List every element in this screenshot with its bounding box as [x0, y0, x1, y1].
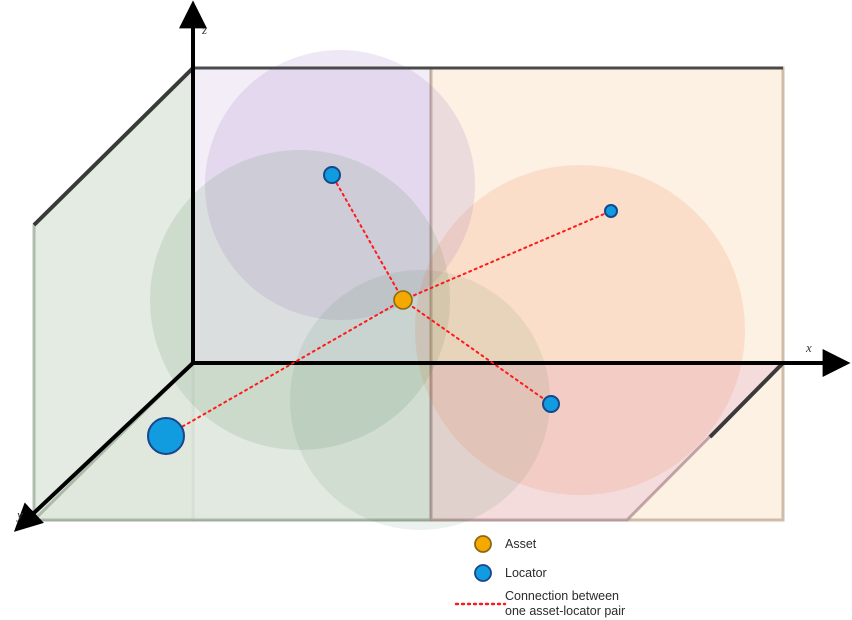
box-edge-diagonal-right — [708, 361, 785, 439]
x-axis-label: x — [805, 340, 812, 355]
legend-item-locator-label: Locator — [505, 566, 547, 580]
asset-marker[interactable] — [393, 290, 413, 310]
y-axis — [13, 361, 195, 532]
box-edge-diagonal-left — [32, 66, 195, 227]
connection-asset-locator-bottom-left-large — [165, 299, 404, 437]
legend-item-asset-label: Asset — [505, 537, 537, 551]
spheres-group — [150, 50, 745, 530]
z-axis-label: z — [201, 22, 207, 37]
sphere-right-orange — [415, 165, 745, 495]
axes-group — [13, 0, 851, 532]
sphere-upper-left-purple — [205, 50, 475, 320]
asset-marker-icon — [474, 535, 492, 553]
locator-right-small[interactable] — [604, 204, 618, 218]
locator-marker-icon — [474, 564, 492, 582]
planes-group — [30, 64, 787, 522]
legend-item-asset: Asset — [474, 535, 537, 553]
locator-bottom-left-large[interactable] — [147, 417, 185, 455]
y-axis-label: y — [15, 507, 23, 522]
locator-bottom-right[interactable] — [542, 395, 560, 413]
sphere-lower-center-green — [290, 270, 550, 530]
axis-labels-group: x y z — [15, 22, 812, 522]
locator-top[interactable] — [323, 166, 341, 184]
connection-asset-locator-bottom-right — [402, 299, 552, 405]
connections-group — [165, 174, 612, 437]
markers-group — [147, 166, 618, 455]
legend-item-locator: Locator — [474, 564, 547, 582]
sphere-left-green — [150, 150, 450, 450]
connection-asset-locator-right-small — [402, 210, 612, 301]
connection-asset-locator-top — [331, 174, 404, 301]
